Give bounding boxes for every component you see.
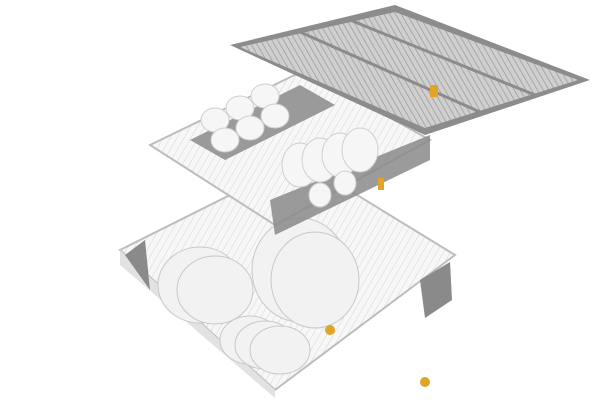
- basket-handle: [420, 262, 452, 318]
- handle-accent: [378, 178, 384, 190]
- cups: [200, 83, 379, 208]
- upper-basket: [147, 68, 433, 235]
- handle-accent: [325, 325, 335, 335]
- basket-handle: [125, 240, 150, 290]
- handle-accent: [430, 85, 438, 97]
- cutlery-tray: [230, 5, 590, 135]
- plates: [157, 217, 360, 375]
- lower-basket: [118, 158, 457, 398]
- handle-accent: [420, 377, 430, 387]
